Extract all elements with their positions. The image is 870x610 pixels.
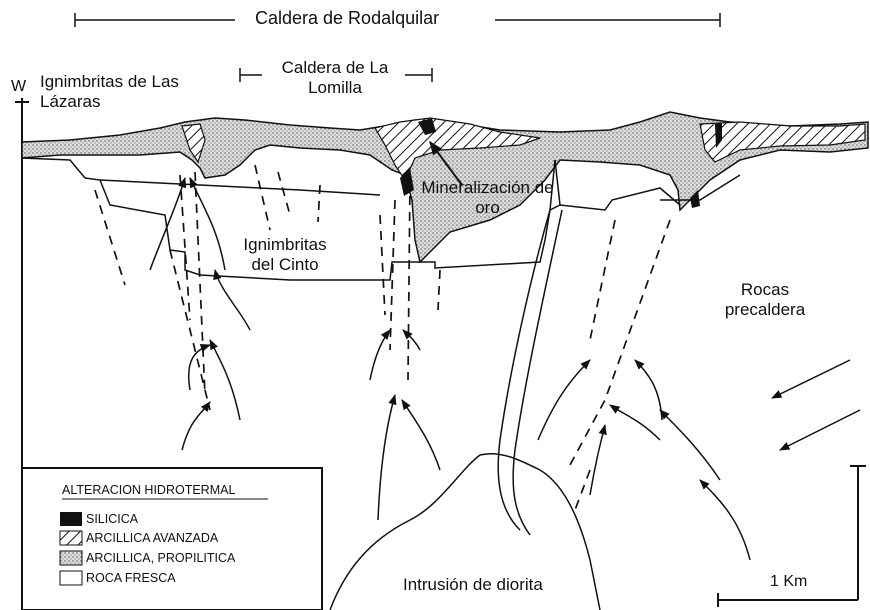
caldera-lomilla-label: Caldera de La Lomilla <box>270 58 400 97</box>
legend-label: ARCILLICA AVANZADA <box>86 531 218 545</box>
legend-title: ALTERACION HIDROTERMAL <box>62 483 235 497</box>
scale-label: 1 Km <box>770 573 807 591</box>
legend-label: SILICICA <box>86 512 138 526</box>
ignimbritas-lazaras-label: Ignimbritas de Las Lázaras <box>40 72 180 111</box>
legend-swatch-fresca <box>60 571 82 585</box>
rocas-precaldera-label: Rocas precaldera <box>710 280 820 319</box>
intrusion-label: Intrusión de diorita <box>403 575 543 595</box>
diagram-title: Caldera de Rodalquilar <box>255 8 439 29</box>
legend-label: ARCILLICA, PROPILITICA <box>86 551 235 565</box>
legend-swatch-silicica <box>60 512 82 526</box>
legend-label: ROCA FRESCA <box>86 571 176 585</box>
legend-swatch-propilitica <box>60 551 82 565</box>
west-label: W <box>11 78 26 96</box>
mineralizacion-label: Mineralización de oro <box>420 178 555 217</box>
ignimbritas-cinto-label: Ignimbritas del Cinto <box>230 235 340 274</box>
advanced-argillic-zone-3 <box>700 122 865 162</box>
legend-swatch-avanzada <box>60 531 82 545</box>
